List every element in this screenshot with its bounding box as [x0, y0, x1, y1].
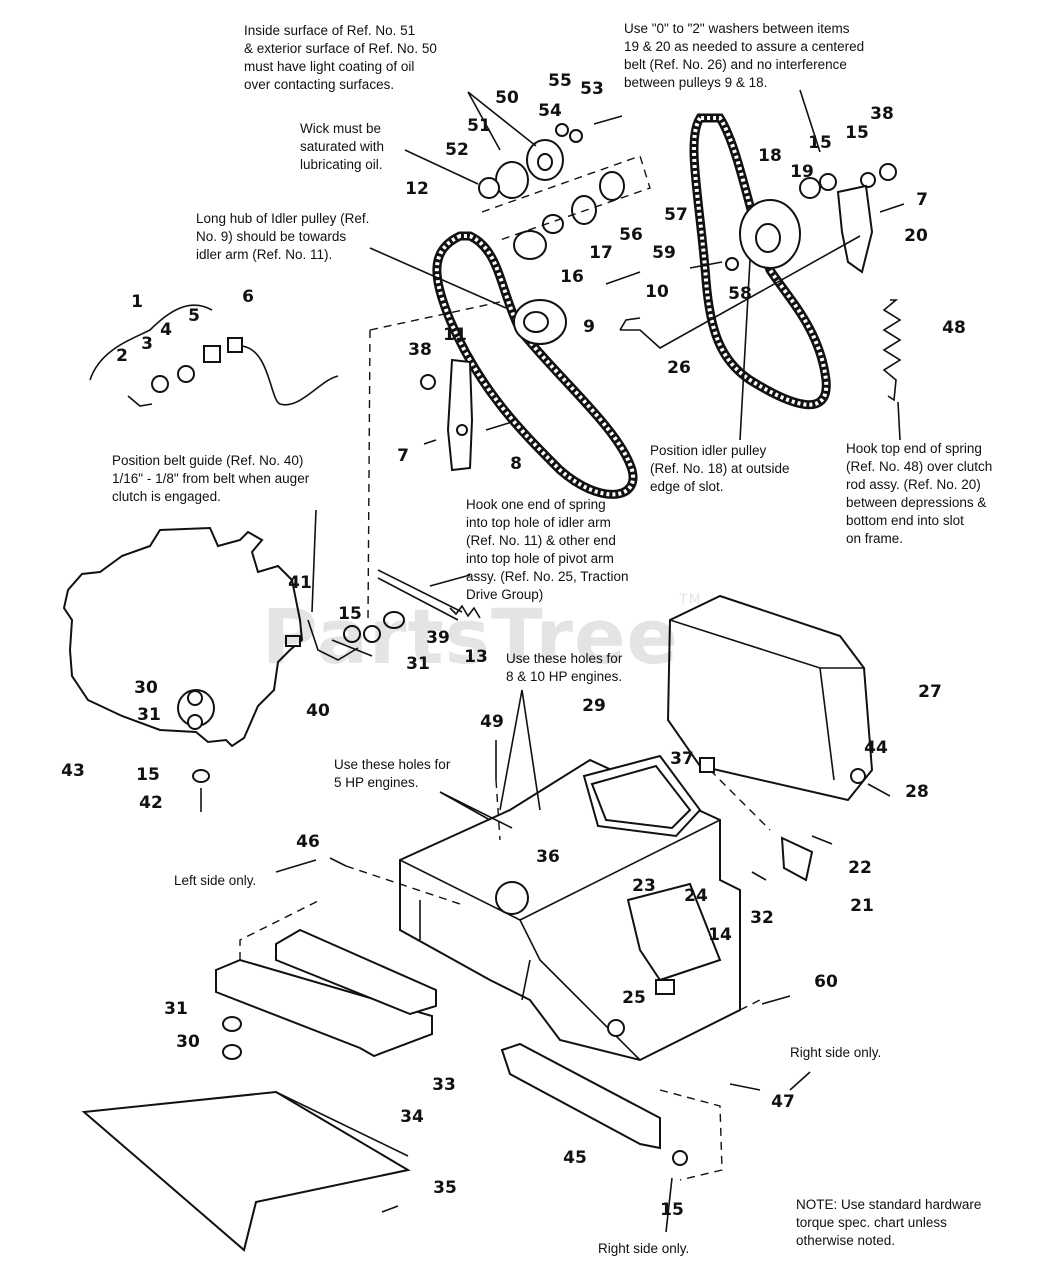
part-number: 42: [139, 793, 163, 813]
part-number: 51: [467, 116, 491, 136]
part-number: 37: [670, 749, 694, 769]
part-number: 6: [242, 287, 254, 307]
note-right-side-1: Right side only.: [790, 1045, 882, 1060]
part-number: 15: [136, 765, 160, 785]
part-number: 15: [338, 604, 362, 624]
note-wick: Wick must be saturated with lubricating …: [300, 121, 385, 172]
cover-27: [666, 594, 874, 802]
part-number: 33: [432, 1075, 456, 1095]
part-number: 47: [771, 1092, 795, 1112]
part-number: 25: [622, 988, 646, 1008]
part-number: 36: [536, 847, 560, 867]
part-number: 23: [632, 876, 656, 896]
part-number: 49: [480, 712, 504, 732]
part-number: 1: [131, 292, 143, 312]
note-hook-spring-48: Hook top end of spring (Ref. No. 48) ove…: [846, 441, 993, 546]
part-number: 15: [845, 123, 869, 143]
part-number: 15: [808, 133, 832, 153]
part-number: 46: [296, 832, 320, 852]
part-number: 26: [667, 358, 691, 378]
part-number: 40: [306, 701, 330, 721]
part-number: 59: [652, 243, 676, 263]
part-number: 60: [814, 972, 838, 992]
bracket-33: [215, 958, 433, 1058]
note-right-side-2: Right side only.: [598, 1241, 690, 1256]
part-number: 31: [406, 654, 430, 674]
part-number: 44: [864, 738, 888, 758]
part-number: 50: [495, 88, 519, 108]
part-number: 56: [619, 225, 643, 245]
part-number: 41: [288, 573, 312, 593]
idler-arm-11: [446, 358, 474, 472]
part-number: 16: [560, 267, 584, 287]
part-number: 57: [664, 205, 688, 225]
part-number: 15: [660, 1200, 684, 1220]
part-number: 21: [850, 896, 874, 916]
part-number: 30: [176, 1032, 200, 1052]
note-hook-spring-idler: Hook one end of spring into top hole of …: [466, 497, 629, 602]
part-number: 9: [583, 317, 595, 337]
part-number: 3: [141, 334, 153, 354]
part-number: 7: [397, 446, 409, 466]
part-number: 55: [548, 71, 572, 91]
part-number: 31: [164, 999, 188, 1019]
part-number: 48: [942, 318, 966, 338]
part-number: 35: [433, 1178, 457, 1198]
note-long-hub: Long hub of Idler pulley (Ref. No. 9) sh…: [196, 211, 370, 262]
part-number: 30: [134, 678, 158, 698]
note-holes-5hp: Use these holes for 5 HP engines.: [334, 757, 451, 790]
part-number: 52: [445, 140, 469, 160]
part-number: 5: [188, 306, 200, 326]
note-idler-position: Position idler pulley (Ref. No. 18) at o…: [650, 443, 790, 494]
part-number: 53: [580, 79, 604, 99]
part-number: 45: [563, 1148, 587, 1168]
bracket-45: [500, 1042, 661, 1150]
part-number: 31: [137, 705, 161, 725]
note-holes-8-10hp: Use these holes for 8 & 10 HP engines.: [506, 651, 623, 684]
part-number: 10: [645, 282, 669, 302]
part-number: 58: [728, 284, 752, 304]
part-number: 54: [538, 101, 562, 121]
skid-34: [81, 1090, 411, 1252]
part-number: 13: [464, 647, 488, 667]
part-number: 14: [708, 925, 732, 945]
part-number: 7: [916, 190, 928, 210]
part-number: 29: [582, 696, 606, 716]
part-number: 27: [918, 682, 942, 702]
watermark: PartsTreeTM: [262, 592, 702, 681]
part-number: 2: [116, 346, 128, 366]
part-number: 39: [426, 628, 450, 648]
part-number: 22: [848, 858, 872, 878]
bracket-33b: [275, 928, 437, 1016]
note-oil-coating: Inside surface of Ref. No. 51 & exterior…: [244, 23, 437, 92]
part-number: 38: [408, 340, 432, 360]
part-number: 4: [160, 320, 172, 340]
note-belt-guide: Position belt guide (Ref. No. 40) 1/16" …: [112, 453, 310, 504]
note-standard-hardware: NOTE: Use standard hardware torque spec.…: [796, 1197, 982, 1248]
part-number: 28: [905, 782, 929, 802]
part-number: 32: [750, 908, 774, 928]
part-number: 43: [61, 761, 85, 781]
part-number: 11: [443, 325, 467, 345]
part-number: 17: [589, 243, 613, 263]
part-number: 18: [758, 146, 782, 166]
engine-outline: [62, 526, 304, 748]
part-number: 8: [510, 454, 522, 474]
note-left-side: Left side only.: [174, 873, 257, 888]
part-number: 12: [405, 179, 429, 199]
part-number: 34: [400, 1107, 424, 1127]
note-washers: Use "0" to "2" washers between items 19 …: [624, 21, 865, 90]
part-number: 38: [870, 104, 894, 124]
part-number: 24: [684, 886, 708, 906]
part-number: 19: [790, 162, 814, 182]
part-number: 20: [904, 226, 928, 246]
